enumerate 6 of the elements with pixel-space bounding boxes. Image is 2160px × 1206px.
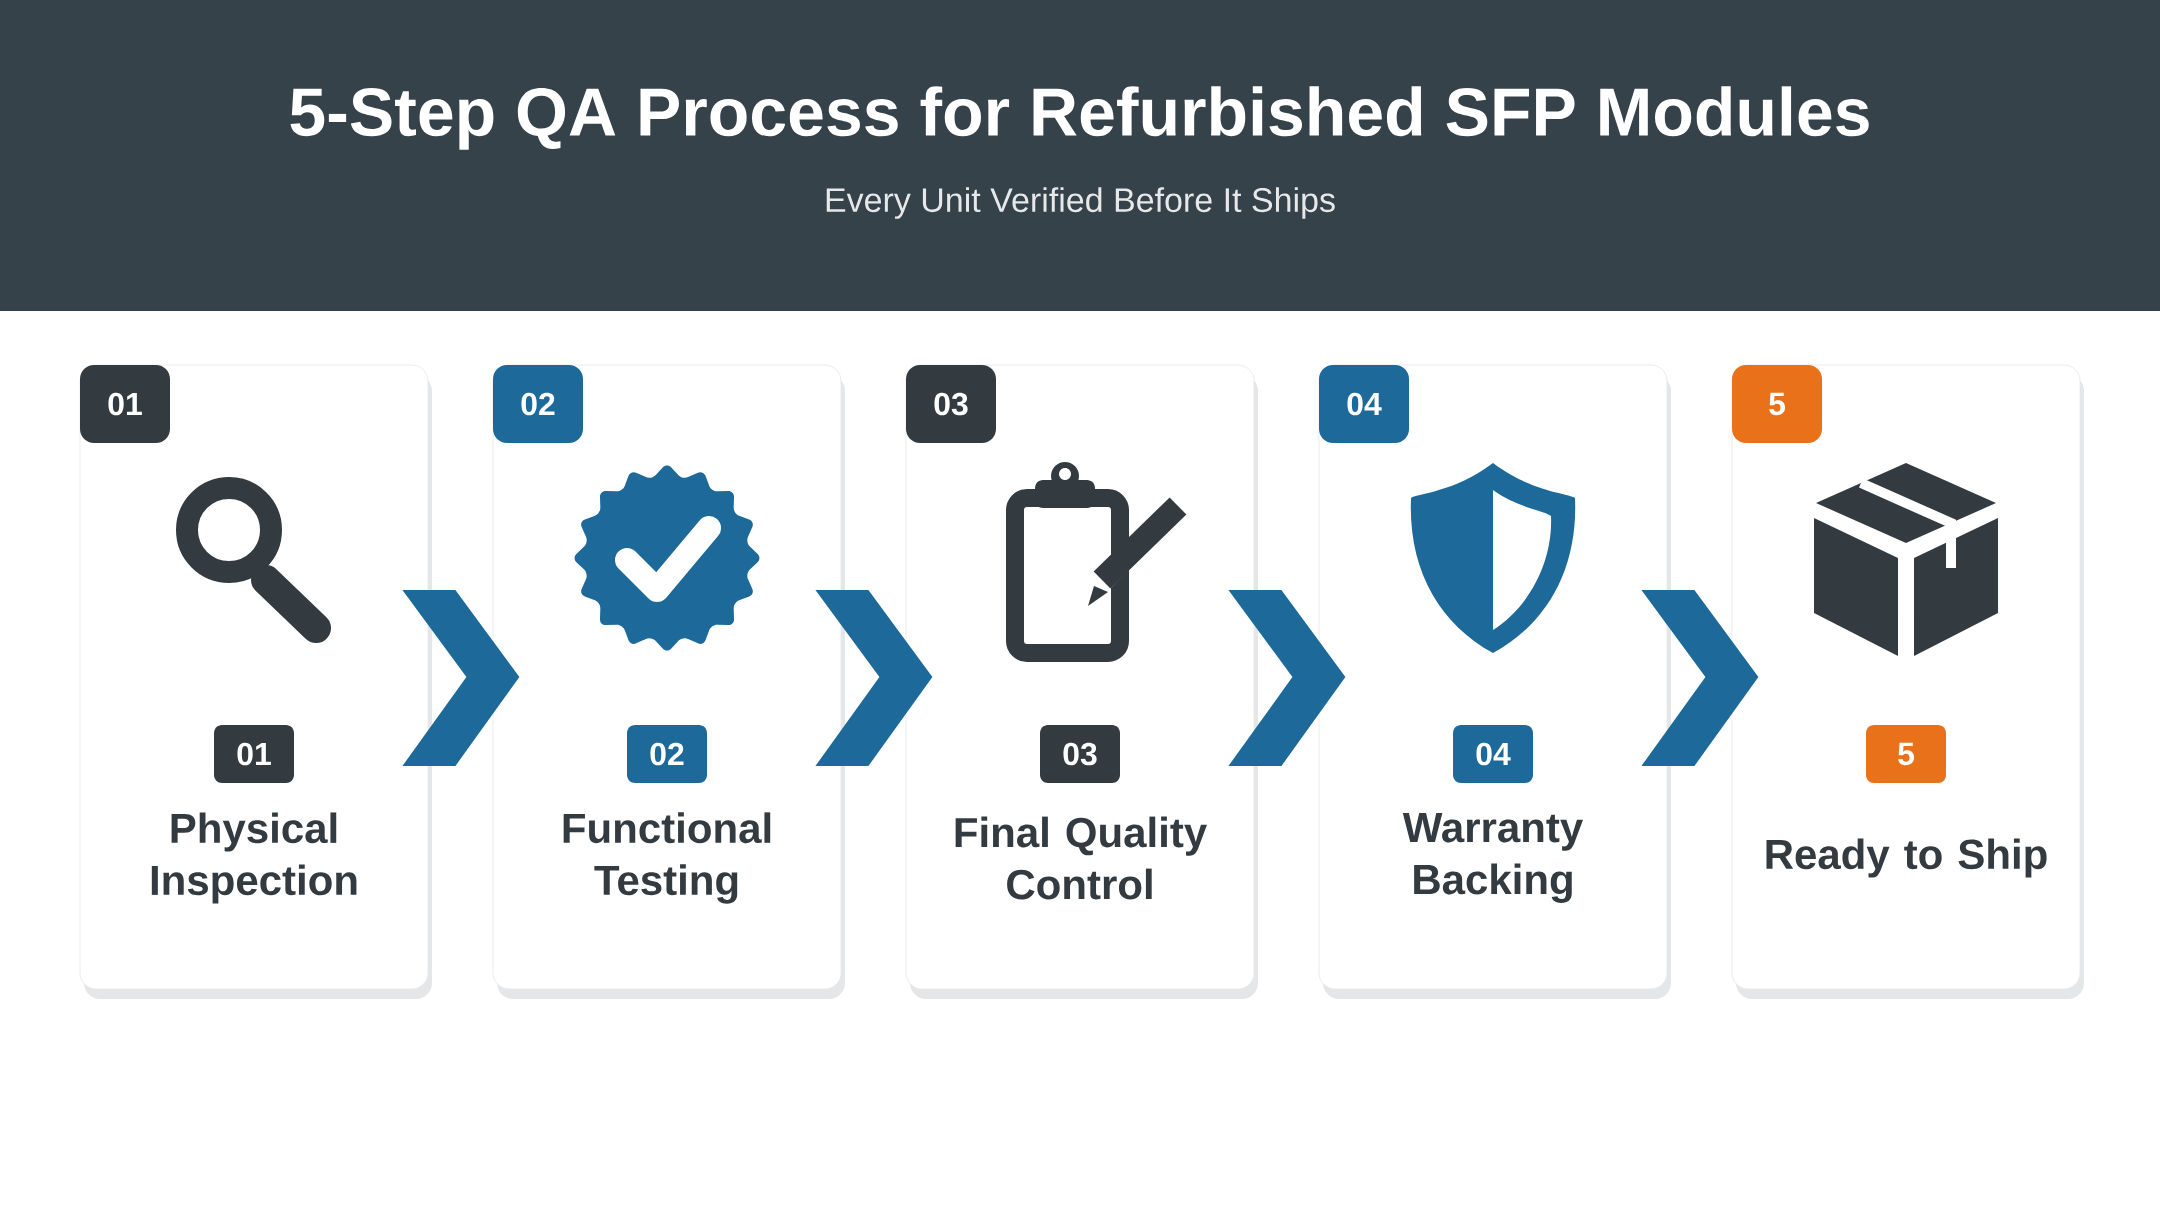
chevron-arrow — [815, 590, 933, 766]
title: 5-Step QA Process for Refurbished SFP Modules — [290, 86, 1869, 150]
chevron-arrow — [402, 590, 520, 766]
subtitle: Every Unit Verified Before It Ships — [826, 187, 1335, 219]
chevron-arrow — [1641, 590, 1759, 766]
chevron-arrow — [1228, 590, 1346, 766]
